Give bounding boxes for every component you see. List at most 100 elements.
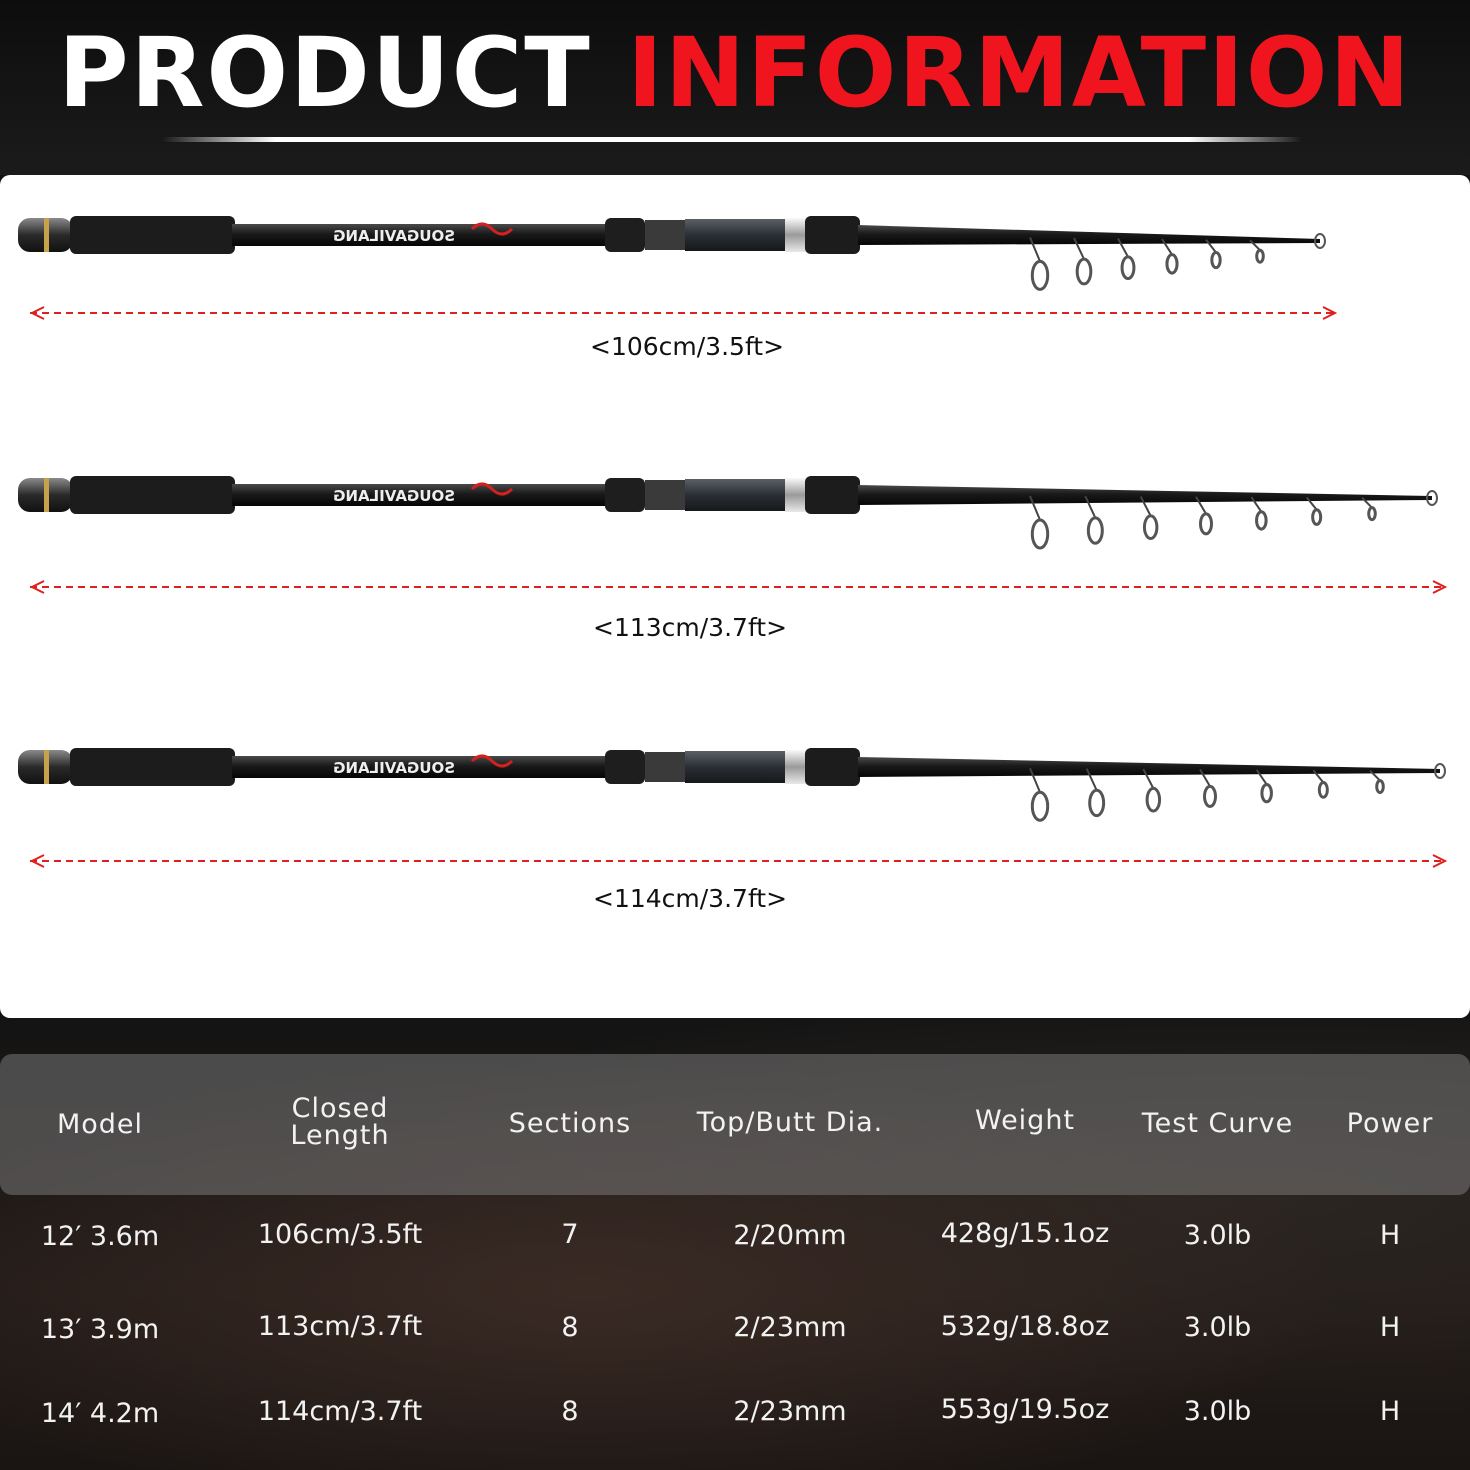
row-3-weight: 553g/19.5oz [940,1394,1110,1425]
rod-3-guide-foot [1369,769,1381,782]
header-power: Power [1346,1108,1434,1139]
rod-1-dim-arrow-right [1322,306,1338,320]
rod-1-guide-foot [1161,238,1173,256]
row-2-sections: 8 [561,1312,579,1343]
rod-2-guide-ring [1367,506,1377,522]
header-sections: Sections [508,1108,632,1139]
rod-3-guide-ring [1145,786,1162,813]
rod-2-chrome-ring [785,478,807,512]
row-1-weight: 428g/15.1oz [940,1218,1110,1249]
rod-3-lock-nut [645,752,685,782]
rod-1-upper-blank [858,225,1320,245]
row-2-model: 13′ 3.9m [40,1314,160,1345]
row-2-closed: 113cm/3.7ft [257,1311,423,1342]
rod-1-guide-foot [1073,237,1085,260]
rod-1-guide-foot [1205,239,1217,254]
rod-2-reel-seat [685,479,785,511]
row-1-dia: 2/20mm [733,1220,847,1251]
rod-2-front-hood [605,478,645,512]
rod-3-fore-grip [805,748,860,786]
rod-1-blank [232,224,612,246]
rod-1-reel-seat [685,219,785,251]
rod-3-reel-seat [685,751,785,783]
rod-2-fore-grip [805,476,860,514]
rod-1-tip-top [1314,233,1326,249]
row-3-model: 14′ 4.2m [40,1398,160,1429]
rod-2-gold-ring [44,478,49,512]
rod-2-guide-ring [1199,512,1213,536]
rod-3-rear-grip [70,748,235,786]
rod-1-fore-grip [805,216,860,254]
rod-3-guide-ring [1030,790,1050,822]
row-3-dia: 2/23mm [733,1396,847,1427]
row-3-power: H [1379,1396,1401,1427]
row-3-test-curve: 3.0lb [1183,1396,1252,1427]
rod-3-front-hood [605,750,645,784]
rod-1-rear-grip [70,216,235,254]
rod-1-lock-nut [645,220,685,250]
row-3-sections: 8 [561,1396,579,1427]
spec-table: Model Closed Length Sections Top/Butt Di… [0,1018,1470,1470]
rod-3-guide-foot [1029,767,1041,793]
rod-2-blank [232,484,612,506]
row-2-dia: 2/23mm [733,1312,847,1343]
header-closed-length-line2: Length [290,1120,390,1151]
rod-1-guide-ring [1255,248,1265,264]
table-header-row: Model Closed Length Sections Top/Butt Di… [0,1054,1470,1195]
rod-3-tip-top [1434,763,1446,779]
row-1-test-curve: 3.0lb [1183,1220,1252,1251]
rod-2-guide-ring [1142,514,1159,541]
row-2-power: H [1379,1312,1401,1343]
rod-3-length-label: <114cm/3.7ft> [593,884,788,913]
rod-3-guide-ring [1375,779,1385,795]
row-2-weight: 532g/18.8oz [940,1311,1110,1342]
rod-2-guide-foot [1361,496,1373,509]
rod-1-front-hood [605,218,645,252]
header-dia: Top/Butt Dia. [696,1107,884,1138]
rod-2-dim-arrow-right [1432,580,1448,594]
row-1-model: 12′ 3.6m [40,1221,160,1252]
rod-3-guide-ring [1317,781,1329,799]
rod-2-guide-foot [1139,496,1152,517]
rod-1-guide-foot [1029,236,1041,262]
rod-3-guide-ring [1088,788,1106,818]
header-weight: Weight [974,1105,1076,1136]
rod-2-guide-foot [1029,495,1041,521]
rod-1-guide-ring [1210,250,1222,270]
rod-2-upper-blank [858,485,1432,505]
rod-3-dim-arrow-right [1432,854,1448,868]
rod-3-guide-foot [1312,769,1325,784]
header: PRODUCT INFORMATION [0,0,1470,175]
rod-3-guide-ring [1203,784,1217,808]
header-model: Model [56,1109,144,1140]
rod-1-chrome-ring [785,218,807,252]
rod-3-guide-foot [1199,768,1211,787]
row-1-power: H [1379,1220,1401,1251]
row-1-sections: 7 [561,1219,579,1250]
title-underline [162,137,1302,142]
row-1-closed: 106cm/3.5ft [257,1219,423,1250]
rod-1-length-label: <106cm/3.5ft> [590,332,785,361]
rod-3-dim-arrow-left [29,854,45,868]
rod-2-guide-ring [1311,508,1323,526]
rod-2-guide-ring [1030,518,1050,550]
rod-2-guide-ring [1086,516,1104,545]
rod-2-flame-logo [470,482,514,496]
rod-2-brand-text: SOUGAVILANG [333,487,455,505]
rod-1-gold-ring [44,218,49,252]
rod-3-chrome-ring [785,750,807,784]
rod-1-guide-ring [1120,255,1136,281]
title-red: INFORMATION [627,17,1412,129]
rod-3-brand-text: SOUGAVILANG [333,759,455,777]
rod-1-flame-logo [470,222,514,236]
rod-3-flame-logo [470,754,514,768]
rod-2-guide-foot [1305,496,1318,511]
rod-3-guide-ring [1260,782,1273,804]
rod-1-guide-ring [1030,259,1050,291]
rod-2-dim-arrow-left [29,580,45,594]
rod-2-guide-foot [1250,496,1263,513]
rod-1-guide-ring [1075,257,1093,286]
title-white: PRODUCT [58,17,592,129]
